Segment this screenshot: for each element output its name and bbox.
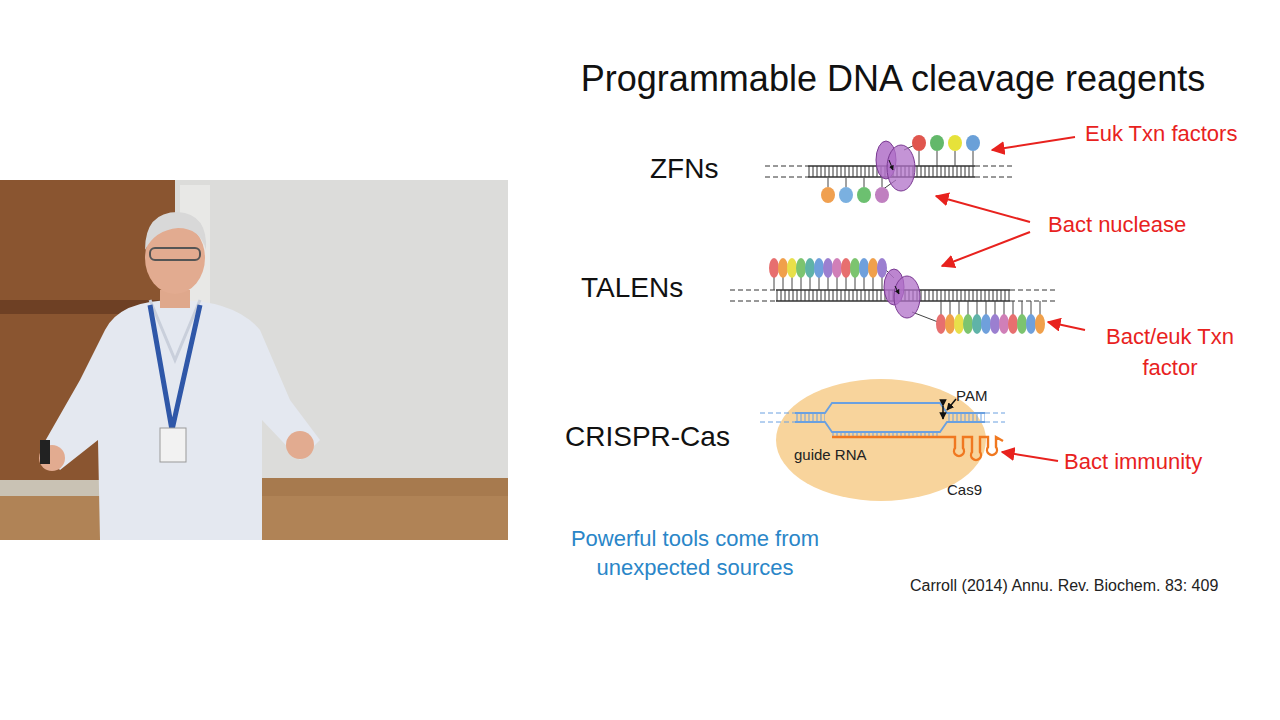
complex-shape (776, 379, 986, 501)
part-label: guide RNA (794, 446, 867, 463)
cas9-complex: PAM guide RNA Cas9 (775, 378, 987, 502)
zfn-dna (765, 166, 1015, 177)
callout-note: Bact immunity (1064, 449, 1202, 475)
row-label: ZFNs (650, 153, 718, 185)
fok-nuclease (876, 141, 915, 191)
crispr-dna (760, 399, 1005, 437)
callout-note: Euk Txn factors (1085, 121, 1237, 147)
citation: Carroll (2014) Annu. Rev. Biochem. 83: 4… (910, 577, 1218, 595)
slide-title: Programmable DNA cleavage reagents (512, 58, 1274, 100)
callout-note: Bact/euk Txn factor (1090, 321, 1250, 383)
row-label: CRISPR-Cas (565, 421, 730, 453)
part-label: Cas9 (947, 481, 982, 498)
callout-arrows (936, 137, 1085, 461)
takeaway-note: Powerful tools come from unexpected sour… (530, 524, 860, 582)
zinc-fingers (821, 135, 980, 203)
tale-repeats (769, 258, 1045, 334)
callout-note: Bact nuclease (1048, 212, 1186, 238)
talen-dna (730, 290, 1055, 301)
site-label: PAM (956, 387, 987, 404)
fok-nuclease (884, 269, 920, 318)
guide-rna (832, 437, 1003, 460)
row-label: TALENs (581, 272, 683, 304)
